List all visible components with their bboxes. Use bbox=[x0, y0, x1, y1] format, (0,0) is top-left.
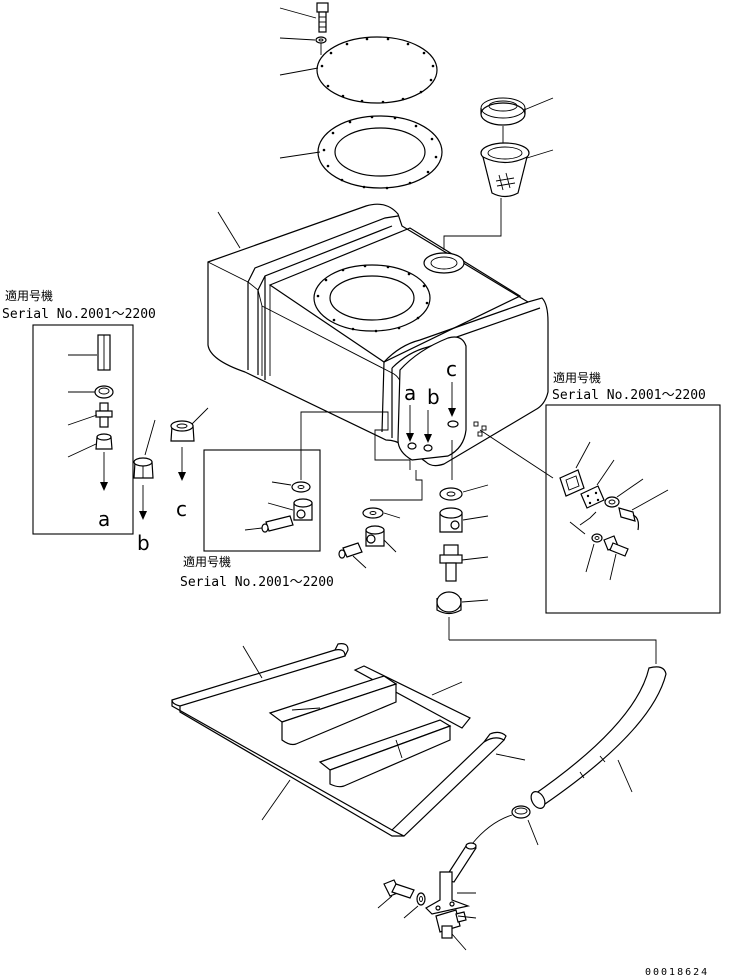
guard-leaders bbox=[242, 645, 526, 821]
middle-serial-box bbox=[203, 449, 321, 552]
outlet-leaders bbox=[461, 484, 489, 603]
middle-box-leaders bbox=[244, 481, 294, 531]
note-left-serial: Serial No.2001～2200 bbox=[2, 307, 156, 322]
note-left-jp: 適用号機 bbox=[5, 288, 53, 303]
clamp-connection bbox=[471, 814, 513, 845]
drain-washer bbox=[362, 507, 384, 519]
drain-elbow-leader bbox=[383, 539, 397, 553]
filler-neck bbox=[423, 252, 465, 274]
free-nut-b bbox=[133, 457, 154, 479]
drain-hose bbox=[530, 666, 667, 809]
free-marker-b: b bbox=[137, 531, 150, 555]
bracket-bolt bbox=[383, 879, 415, 899]
cover-washer bbox=[315, 36, 327, 44]
filler-cap bbox=[480, 97, 526, 126]
right-box-leaders bbox=[575, 441, 669, 581]
drain-valve-bracket bbox=[425, 871, 471, 915]
right-serial-box bbox=[545, 404, 721, 614]
tank-side-ports bbox=[407, 420, 487, 452]
drain-connection-line bbox=[300, 411, 411, 470]
free-nut-b-leader bbox=[144, 419, 156, 456]
marker-b: b bbox=[427, 385, 440, 409]
filler-cap-leader bbox=[523, 97, 554, 111]
middle-nipple bbox=[261, 515, 294, 533]
drain-connection-line-2 bbox=[370, 470, 423, 501]
sender-oring bbox=[604, 496, 620, 508]
drain-nipple-leader bbox=[352, 555, 367, 569]
left-marker-a: a bbox=[98, 507, 110, 531]
cover-leader-lines bbox=[279, 7, 321, 159]
marker-c: c bbox=[446, 357, 457, 381]
sender-washer bbox=[591, 533, 603, 543]
middle-washer bbox=[291, 481, 311, 493]
filler-strainer bbox=[480, 126, 530, 198]
free-c-arrow-head bbox=[178, 472, 186, 481]
left-nipple bbox=[95, 402, 113, 428]
bracket-washer bbox=[416, 892, 426, 906]
sender-plate bbox=[580, 485, 605, 509]
left-arrow-head bbox=[100, 482, 108, 491]
outlet-connector bbox=[439, 544, 463, 582]
outlet-elbow-fitting bbox=[439, 507, 463, 533]
hose-connection-line-2 bbox=[449, 639, 657, 664]
filler-assembly-line bbox=[443, 198, 502, 250]
tank-opening-flange bbox=[313, 264, 431, 333]
document-number: 00018624 bbox=[645, 967, 709, 978]
drain-nipple bbox=[338, 542, 363, 559]
free-nut-c bbox=[170, 420, 195, 442]
sender-gasket bbox=[559, 469, 585, 497]
left-clamp bbox=[94, 385, 114, 399]
sender-connect-1 bbox=[569, 521, 586, 535]
middle-elbow bbox=[293, 498, 313, 521]
clamp-leader bbox=[527, 819, 539, 846]
tank-leader bbox=[217, 211, 241, 249]
valve-leaders bbox=[377, 892, 477, 951]
drain-valve bbox=[435, 909, 467, 939]
marker-a: a bbox=[404, 381, 416, 405]
sender-connection-line bbox=[479, 429, 554, 479]
outlet-cap-nut bbox=[436, 591, 462, 615]
cover-gasket bbox=[317, 115, 443, 190]
note-middle-serial: Serial No.2001～2200 bbox=[180, 575, 334, 590]
sender-bolt bbox=[603, 535, 629, 557]
left-serial-box bbox=[32, 324, 134, 535]
strainer-leader bbox=[526, 149, 554, 159]
free-nut-c-leader bbox=[191, 407, 209, 425]
note-middle-jp: 適用号機 bbox=[183, 554, 231, 569]
hose-clamp bbox=[511, 805, 531, 819]
sender-unit bbox=[618, 507, 640, 531]
drain-washer-leader bbox=[383, 512, 401, 519]
left-nut bbox=[95, 433, 113, 450]
outlet-washer bbox=[439, 487, 463, 501]
hose-leader bbox=[617, 759, 633, 793]
note-right-jp: 適用号機 bbox=[553, 370, 601, 385]
cover-plate bbox=[316, 36, 438, 104]
fuel-tank bbox=[207, 203, 549, 467]
free-marker-c: c bbox=[176, 497, 187, 521]
tank-port-markers: a b c bbox=[404, 357, 457, 443]
note-right-serial: Serial No.2001～2200 bbox=[552, 388, 706, 403]
cover-bolt bbox=[316, 2, 329, 33]
sender-connect-2 bbox=[579, 511, 597, 526]
free-b-arrow-head bbox=[139, 511, 147, 520]
tank-guard-frame bbox=[171, 643, 507, 837]
left-box-leaders bbox=[67, 354, 98, 458]
drain-elbow bbox=[365, 525, 385, 547]
left-hose-pipe bbox=[97, 334, 111, 371]
